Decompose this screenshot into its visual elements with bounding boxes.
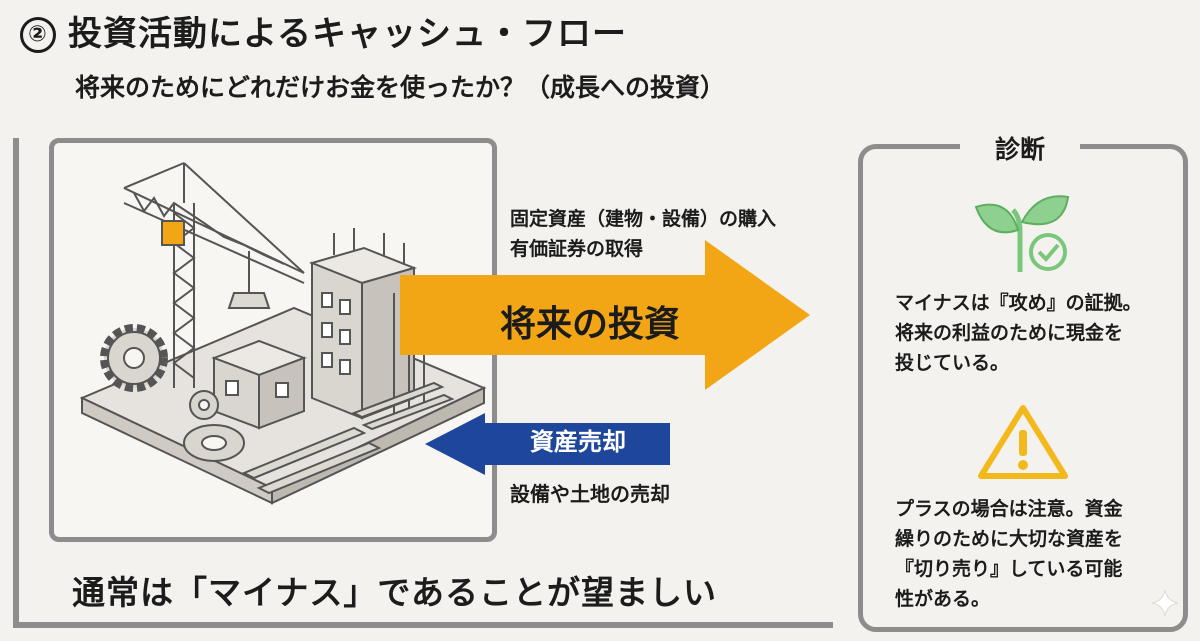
sprout-check-icon [974, 195, 1070, 272]
diagnosis-line: 繰りのために大切な資産を [895, 528, 1124, 550]
diagnosis-line: 『切り売り』している可能 [895, 558, 1123, 580]
page-subtitle: 将来のためにどれだけお金を使ったか？（成長への投資） [75, 73, 726, 102]
diagnosis-title: 診断 [960, 130, 1080, 166]
investment-label: 将来の投資 [499, 304, 680, 345]
asset-sale-description: 設備や土地の売却 [510, 482, 670, 506]
construction-site-illustration [79, 162, 487, 505]
asset-sale-label: 資産売却 [530, 428, 626, 456]
diagnosis-line: 投じている。 [895, 352, 1010, 374]
page-title: ② 投資活動によるキャッシュ・フロー [20, 6, 627, 55]
sparkle-icon [1151, 589, 1179, 617]
conclusion-text: 通常は「マイナス」であることが望ましい [72, 573, 718, 612]
investment-item: 固定資産（建物・設備）の購入 [510, 208, 777, 230]
diagnosis-line: 性がある。 [895, 588, 991, 610]
diagnosis-line: 将来の利益のために現金を [895, 322, 1124, 344]
diagnosis-plus-text: プラスの場合は注意。資金 繰りのために大切な資産を 『切り売り』している可能 性… [895, 494, 1185, 614]
diagnosis-minus-text: マイナスは『攻め』の証拠。 将来の利益のために現金を 投じている。 [895, 288, 1185, 378]
section-number: ② [20, 17, 56, 53]
title-text: 投資活動によるキャッシュ・フロー [68, 14, 627, 54]
asset-sale-arrow [425, 413, 670, 475]
investment-item: 有価証券の取得 [510, 238, 644, 260]
diagnosis-line: プラスの場合は注意。資金 [895, 498, 1123, 520]
left-frame [13, 138, 833, 628]
diagnosis-line: マイナスは『攻め』の証拠。 [895, 292, 1142, 314]
investment-arrow [400, 240, 810, 390]
warning-triangle-icon [978, 405, 1068, 479]
